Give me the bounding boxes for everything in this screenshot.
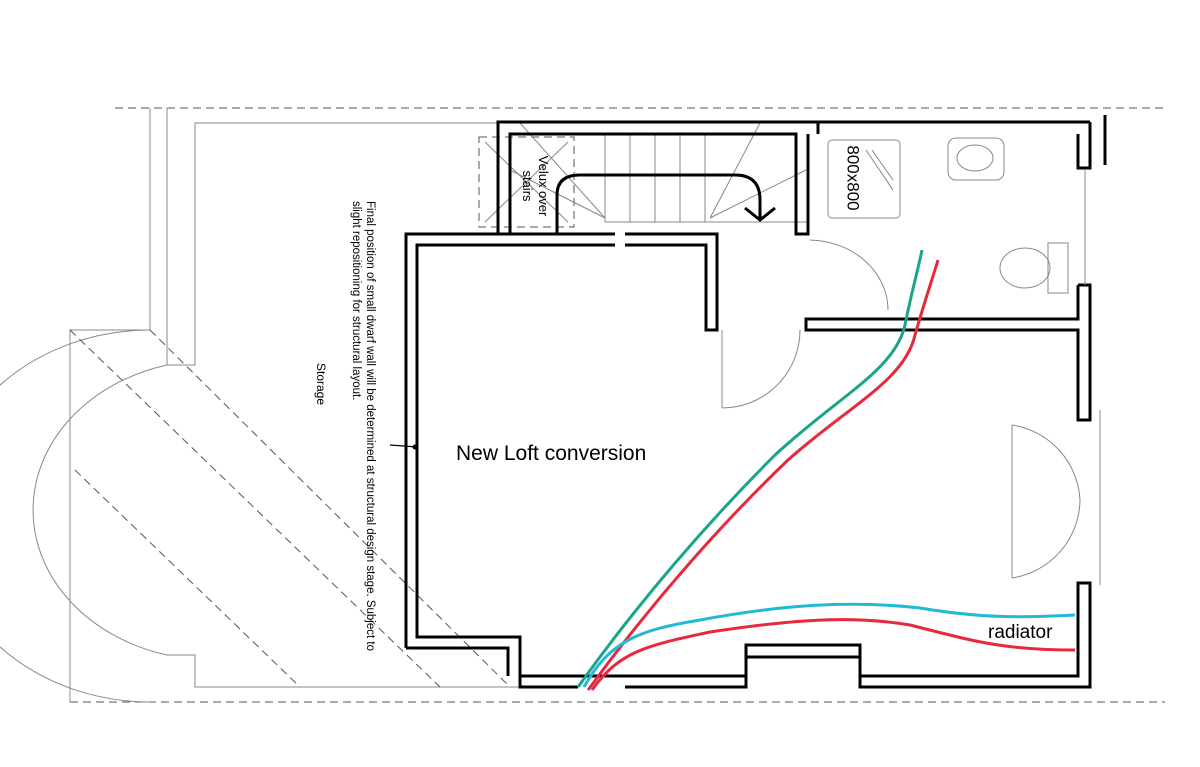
note-leader (389, 444, 418, 448)
doors (721, 170, 1101, 585)
basin-icon (947, 137, 1005, 181)
walls (404, 115, 1107, 689)
radiator-return-pipe (590, 618, 1076, 691)
shower-size-label: 800x800 (843, 145, 863, 211)
note-leader-dot (412, 444, 418, 450)
flow-pipe (576, 249, 924, 688)
staircase (509, 122, 808, 234)
velux-label: Velux over stairs (520, 155, 551, 217)
toilet-icon (999, 242, 1069, 294)
shower-tray (827, 139, 901, 219)
storage-label: Storage (314, 362, 329, 406)
radiator-label: radiator (988, 622, 1053, 643)
radiator-flow-pipe (582, 602, 1076, 688)
storage-outline (0, 108, 520, 703)
return-pipe (586, 259, 940, 691)
room-label: New Loft conversion (456, 442, 647, 465)
structural-note: Final position of small dwarf wall will … (350, 201, 376, 651)
